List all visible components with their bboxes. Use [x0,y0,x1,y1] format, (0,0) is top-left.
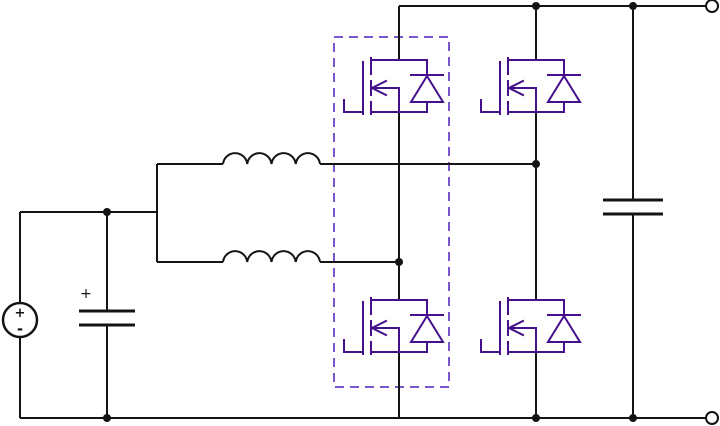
junction-dot [395,258,403,266]
junction-dot [629,414,637,422]
capacitor-plates-icon [79,309,135,327]
dc-voltage-source[interactable]: + - [1,301,39,339]
mosfet-bottom-left[interactable] [343,297,444,355]
junction-dot [103,208,111,216]
junction-dot [629,2,637,10]
junction-dot [532,414,540,422]
junction-dots [103,2,637,422]
inductor-coil-icon [222,152,321,165]
voltage-source-icon [1,301,39,339]
capacitor-plates-icon [603,198,663,216]
inductor-phase-bottom[interactable] [222,250,321,263]
mosfet-top-left[interactable] [343,57,444,115]
output-terminal-top[interactable] [705,0,719,13]
mosfet-bottom-right[interactable] [480,297,581,355]
inductor-phase-top[interactable] [222,152,321,165]
junction-dot [532,160,540,168]
wire-input-branch [20,164,158,262]
junction-dot [103,414,111,422]
source-minus-label: - [17,320,23,338]
output-terminal-bottom[interactable] [705,411,719,425]
input-capacitor[interactable]: + [79,286,135,327]
wiring [19,5,706,419]
dashed-highlight-box [333,36,450,388]
junction-dot [532,2,540,10]
mosfet-top-right[interactable] [480,57,581,115]
source-plus-label: + [15,306,26,321]
inductor-coil-icon [222,250,321,263]
input-cap-plus-label: + [80,286,92,302]
output-capacitor[interactable] [603,198,663,216]
